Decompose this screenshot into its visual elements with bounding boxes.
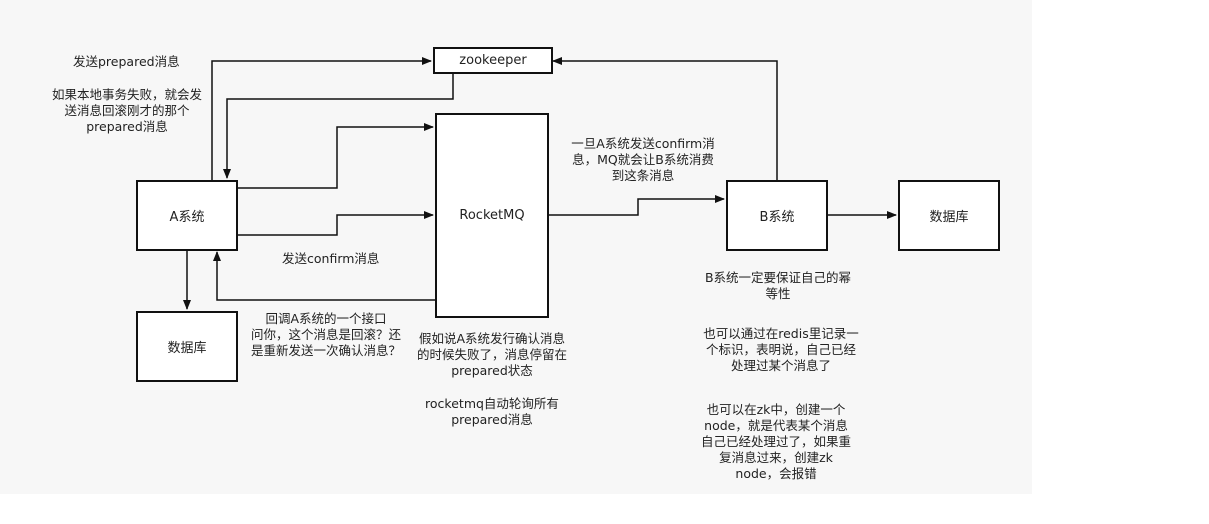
note-send-prepared: 发送prepared消息 [73,54,180,69]
zookeeper-label: zookeeper [459,53,527,68]
note-auto-poll: rocketmq自动轮询所有 prepared消息 [425,396,559,427]
b-system-box: B系统 [726,180,828,251]
database-a-box: 数据库 [136,311,238,382]
edge-rocketmq-callback-to-a [213,251,436,301]
edge-a-to-rocketmq-upper [238,123,434,189]
note-zk-node: 也可以在zk中，创建一个 node，就是代表某个消息 自己已经处理过了，如果重 … [700,402,851,481]
edge-zookeeper-to-a [223,74,454,179]
edge-a-to-zookeeper [211,57,432,180]
rocketmq-label: RocketMQ [459,208,525,223]
note-redis: 也可以通过在redis里记录一 个标识，表明说，自己已经 处理过某个消息了 [703,326,859,373]
a-system-box: A系统 [136,180,238,251]
database-a-label: 数据库 [167,341,207,356]
note-idempotent: B系统一定要保证自己的幂 等性 [704,270,852,301]
note-failed-confirm: 假如说A系统发行确认消息 的时候失败了，消息停留在 prepared状态 [416,331,567,378]
note-callback: 回调A系统的一个接口 问你，这个消息是回滚？还 是重新发送一次确认消息？ [250,311,401,358]
zookeeper-box: zookeeper [433,47,553,74]
edge-b-to-zookeeper [552,57,778,180]
note-confirm-consume: 一旦A系统发送confirm消 息，MQ就会让B系统消费 到这条消息 [571,136,715,183]
note-rollback: 如果本地事务失败，就会发 送消息回滚刚才的那个 prepared消息 [51,87,202,134]
rocketmq-box: RocketMQ [435,113,549,318]
database-b-label: 数据库 [929,210,969,225]
note-send-confirm: 发送confirm消息 [282,251,380,266]
edge-rocketmq-to-b [548,195,725,216]
b-system-label: B系统 [759,210,795,225]
edge-a-to-rocketmq-lower [238,211,434,236]
database-b-box: 数据库 [898,180,1000,251]
a-system-label: A系统 [169,210,205,225]
